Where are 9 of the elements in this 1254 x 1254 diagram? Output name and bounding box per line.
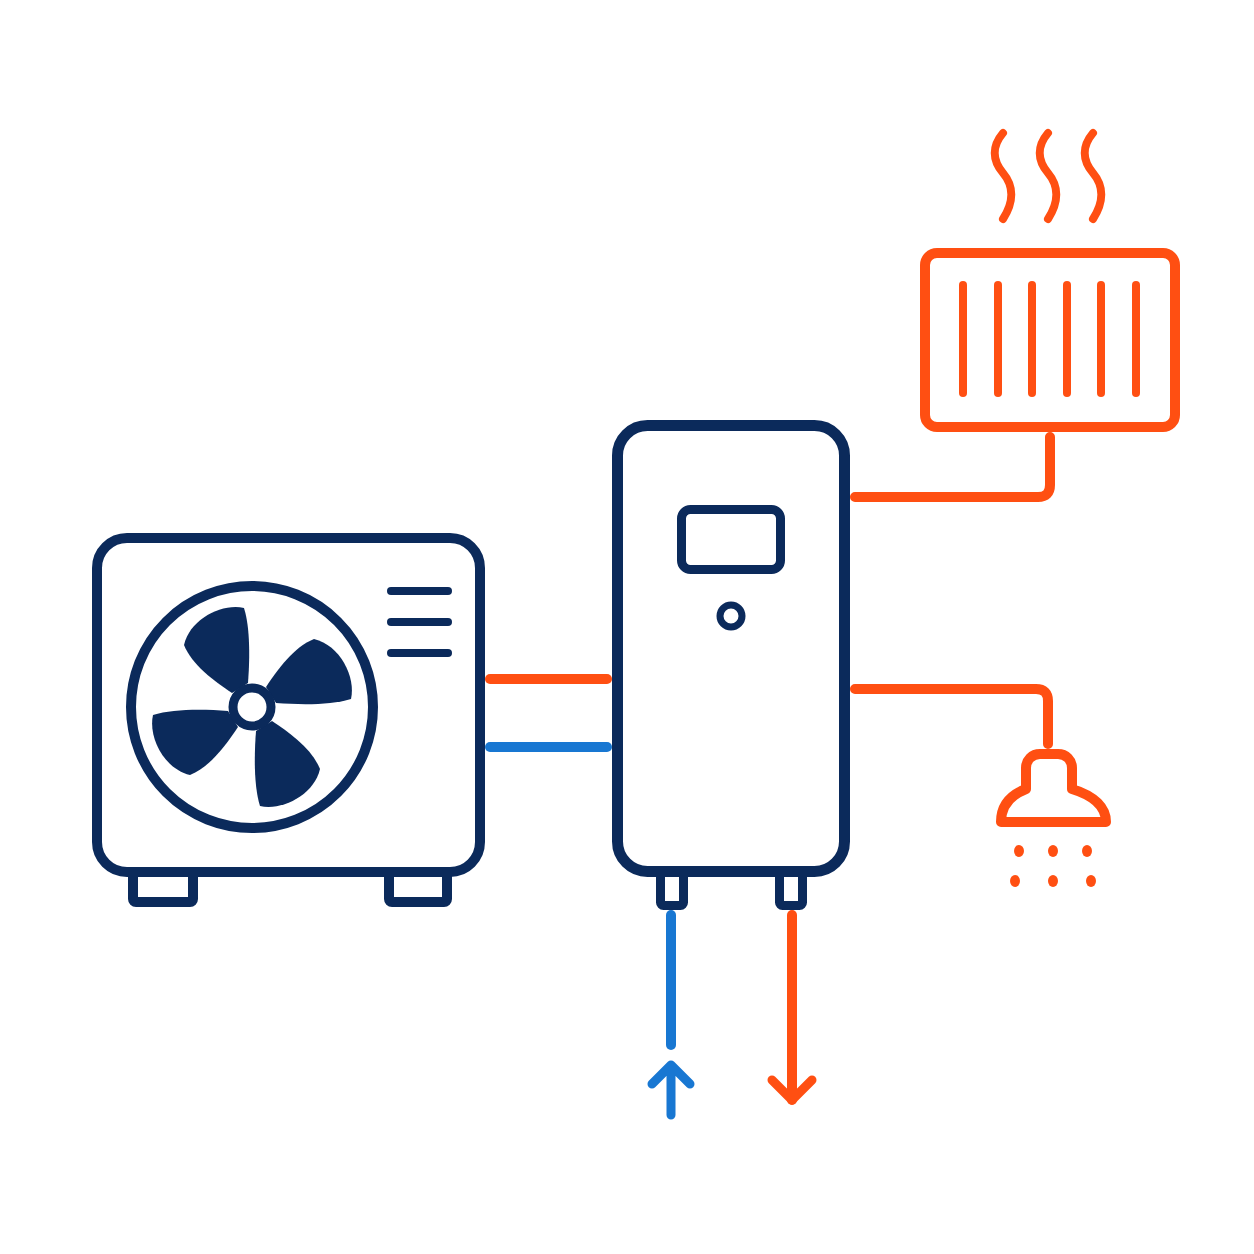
- radiator: [920, 248, 1180, 432]
- pipe: [485, 742, 612, 752]
- arrow: [767, 910, 817, 1105]
- pipe: [485, 674, 612, 684]
- pipe: [850, 432, 1055, 502]
- indoor-unit: [612, 420, 850, 910]
- pipe: [850, 684, 1053, 749]
- outdoor-unit: [92, 533, 485, 907]
- pipe: [666, 910, 676, 1050]
